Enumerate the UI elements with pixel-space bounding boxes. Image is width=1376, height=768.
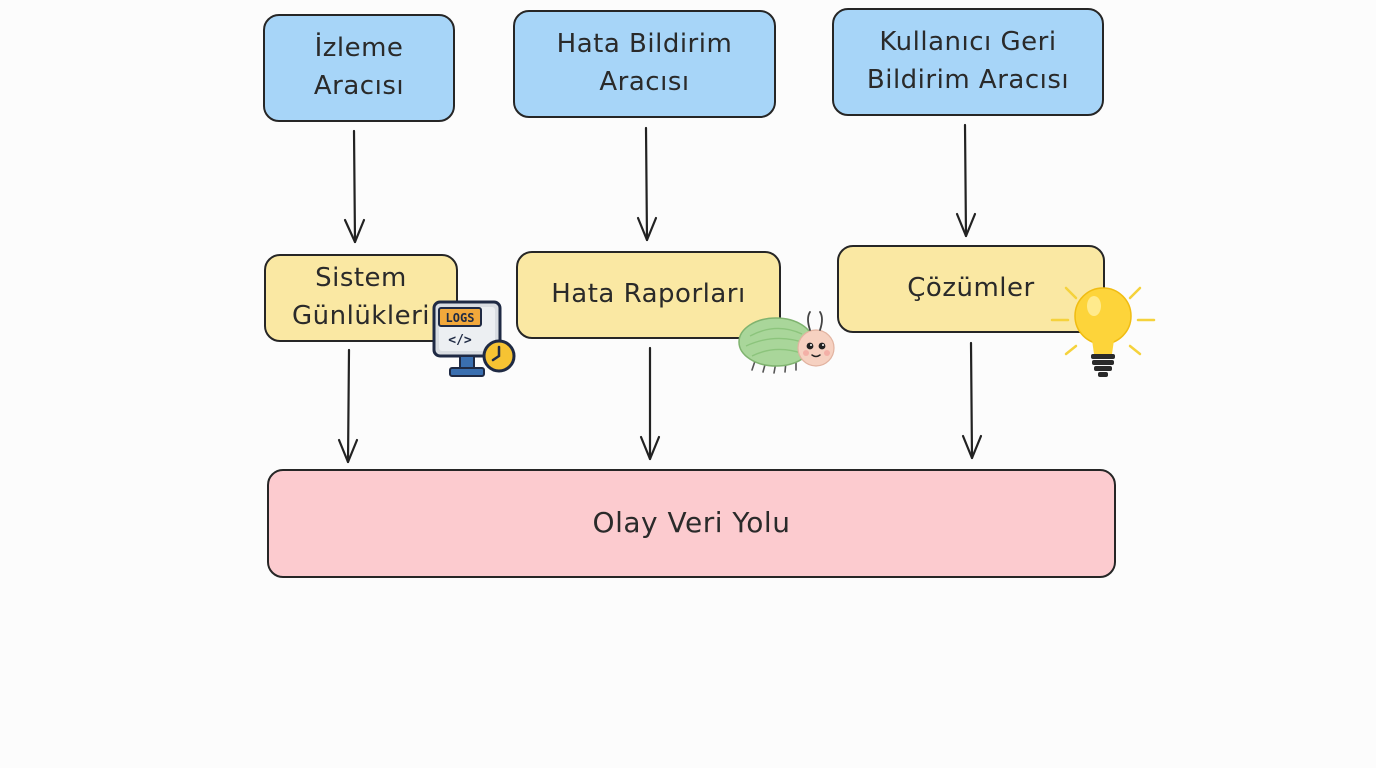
arrow-izleme-to-sistem [343, 129, 366, 244]
arrow-kullanici-to-cozumler [955, 123, 977, 238]
node-izleme-line-2: Aracısı [313, 71, 405, 101]
node-kullanici-geri-bildirim-aracisi: Kullanıcı Geri Bildirim Aracısı [832, 8, 1104, 116]
node-sistem-gunlukleri: Sistem Günlükleri [264, 254, 458, 342]
lightbulb-icon [1050, 286, 1156, 377]
node-izleme-aracisi: İzleme Aracısı [263, 14, 455, 122]
arrow-hata-to-raporlar [636, 126, 658, 242]
arrow-sistem-to-olay [337, 348, 359, 464]
logs-label: LOGS [446, 311, 475, 325]
svg-text:</>: </> [448, 333, 472, 348]
node-raporlar-label: Hata Raporları [551, 279, 746, 310]
arrow-raporlar-to-olay [639, 346, 661, 461]
node-cozumler-label: Çözümler [907, 273, 1035, 304]
node-sistem-line-2: Günlükleri [292, 301, 430, 331]
node-hata-raporlari: Hata Raporları [516, 251, 781, 339]
node-olay-veri-yolu: Olay Veri Yolu [267, 469, 1116, 578]
node-olay-label: Olay Veri Yolu [592, 506, 791, 540]
node-hata-bildirim-aracisi: Hata Bildirim Aracısı [513, 10, 776, 118]
node-sistem-line-1: Sistem [315, 263, 407, 294]
arrow-cozumler-to-olay [961, 341, 983, 460]
node-hata-bildirim-line-2: Aracısı [599, 67, 690, 97]
bug-icon [738, 311, 835, 374]
node-hata-bildirim-line-1: Hata Bildirim [556, 29, 733, 60]
logs-monitor-icon: LOGS </> [432, 300, 516, 377]
node-kullanici-line-1: Kullanıcı Geri [879, 27, 1057, 58]
node-izleme-line-1: İzleme [314, 33, 404, 64]
node-kullanici-line-2: Bildirim Aracısı [866, 65, 1070, 95]
